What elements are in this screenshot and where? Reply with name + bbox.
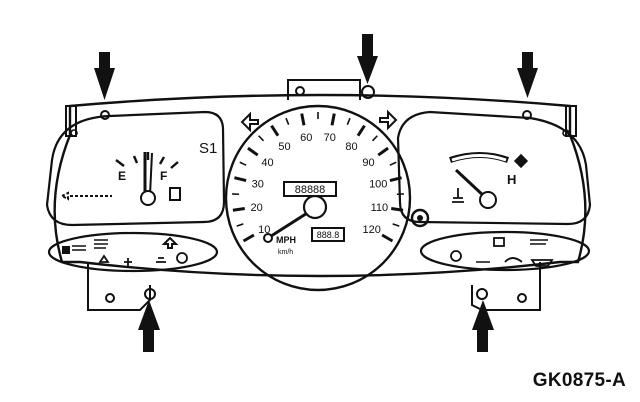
check-engine-icon — [176, 252, 188, 264]
bottom-left-bracket — [87, 262, 156, 311]
fuel-needle-hub — [140, 190, 156, 206]
empty-label: E — [118, 169, 126, 183]
right-warning-indicator-pod — [419, 230, 591, 272]
speedometer-tick — [371, 135, 378, 142]
speedometer-tick — [242, 233, 255, 243]
fuel-pump-icon — [169, 187, 181, 201]
upshift-icon — [161, 236, 179, 249]
speedometer-tick — [346, 117, 351, 125]
speedometer-tick-label: 50 — [278, 141, 290, 153]
full-label: F — [160, 169, 167, 183]
callout-arrow-bottom-left — [138, 300, 160, 352]
callout-arrow-top-right — [517, 52, 538, 98]
screw-hole — [70, 129, 78, 137]
speedometer-tick — [381, 233, 394, 243]
left-warning-indicator-pod — [47, 231, 219, 273]
callout-arrow-top-center — [357, 34, 378, 84]
door-ajar-text-lines — [72, 245, 86, 251]
low-fuel-icon — [98, 254, 110, 263]
indicator-text-lines — [530, 239, 548, 245]
speedometer-tick-labels: 10 20 30 40 50 60 70 80 90 100 110 120 — [251, 132, 389, 236]
seatbelt-icon — [124, 258, 132, 266]
speedometer-tick — [356, 124, 366, 137]
speedometer-tick-label: 120 — [363, 224, 381, 236]
cluster-id-label: S1 — [199, 140, 217, 157]
right-turn-signal-icon — [379, 109, 398, 131]
coolant-temp-icon — [452, 188, 464, 203]
callout-arrow-top-left — [94, 52, 115, 100]
speedometer-tick — [270, 124, 280, 137]
speedometer-tick — [392, 223, 400, 227]
hot-zone-marker — [513, 153, 529, 169]
trip-reset-knob-center — [417, 215, 423, 221]
trip-odometer-display — [311, 227, 345, 242]
callout-arrow-bottom-right — [472, 300, 494, 352]
speedometer-tick — [258, 135, 265, 142]
speedometer-tick-marks — [232, 112, 404, 243]
speedometer-tick-label: 90 — [362, 157, 374, 169]
speedometer-tick — [285, 117, 290, 125]
speedometer-tick-label: 80 — [345, 141, 357, 153]
speedometer-hub — [302, 194, 328, 220]
speedometer-tick-label: 70 — [324, 132, 336, 144]
kmh-label: km/h — [278, 249, 293, 256]
mounting-hole — [100, 110, 110, 120]
speedometer-tick-label: 100 — [369, 178, 387, 190]
speedometer-tick — [236, 223, 244, 227]
temperature-gauge: H — [396, 110, 592, 226]
mph-label: MPH — [276, 235, 296, 245]
fuel-gauge: E F S1 — [45, 110, 226, 227]
top-mounting-bracket — [287, 79, 375, 100]
speedometer-tick — [232, 207, 245, 212]
airbag-icon — [156, 257, 166, 263]
odometer-reading: 88888 — [295, 184, 326, 196]
speedometer-tick — [330, 113, 336, 126]
speedometer-tick — [234, 176, 247, 183]
speedometer-tick-label: 110 — [371, 202, 389, 214]
oil-pressure-icon — [504, 257, 523, 263]
headlamp-icon — [450, 250, 462, 262]
speedometer-needle — [267, 208, 313, 240]
warning-text-lines — [94, 239, 108, 249]
speedometer-tick-label: 60 — [300, 132, 312, 144]
speedometer-tick — [247, 146, 259, 157]
cruise-icon — [493, 237, 505, 247]
speedometer-tick-label: 10 — [258, 224, 270, 236]
speedometer-tick-label: 20 — [251, 202, 263, 214]
speedometer-tick-label: 30 — [252, 178, 264, 190]
speedometer-tick-label: 40 — [261, 157, 273, 169]
trip-odometer-reading: 888.8 — [317, 230, 340, 240]
speedometer-tick — [300, 113, 306, 126]
speedometer-tick — [377, 146, 389, 157]
speedometer-tick — [239, 161, 247, 166]
brake-icon — [530, 259, 554, 267]
left-turn-signal-icon — [240, 111, 259, 133]
mounting-hole — [522, 110, 532, 120]
door-ajar-icon — [62, 246, 70, 254]
hot-label: H — [507, 172, 516, 187]
figure-caption: GK0875-A — [532, 370, 626, 391]
fuel-door-indicator-icon — [59, 191, 112, 201]
speedometer-tick — [389, 161, 397, 166]
needle-stop-pin — [263, 233, 273, 243]
temp-needle-hub — [479, 191, 497, 209]
